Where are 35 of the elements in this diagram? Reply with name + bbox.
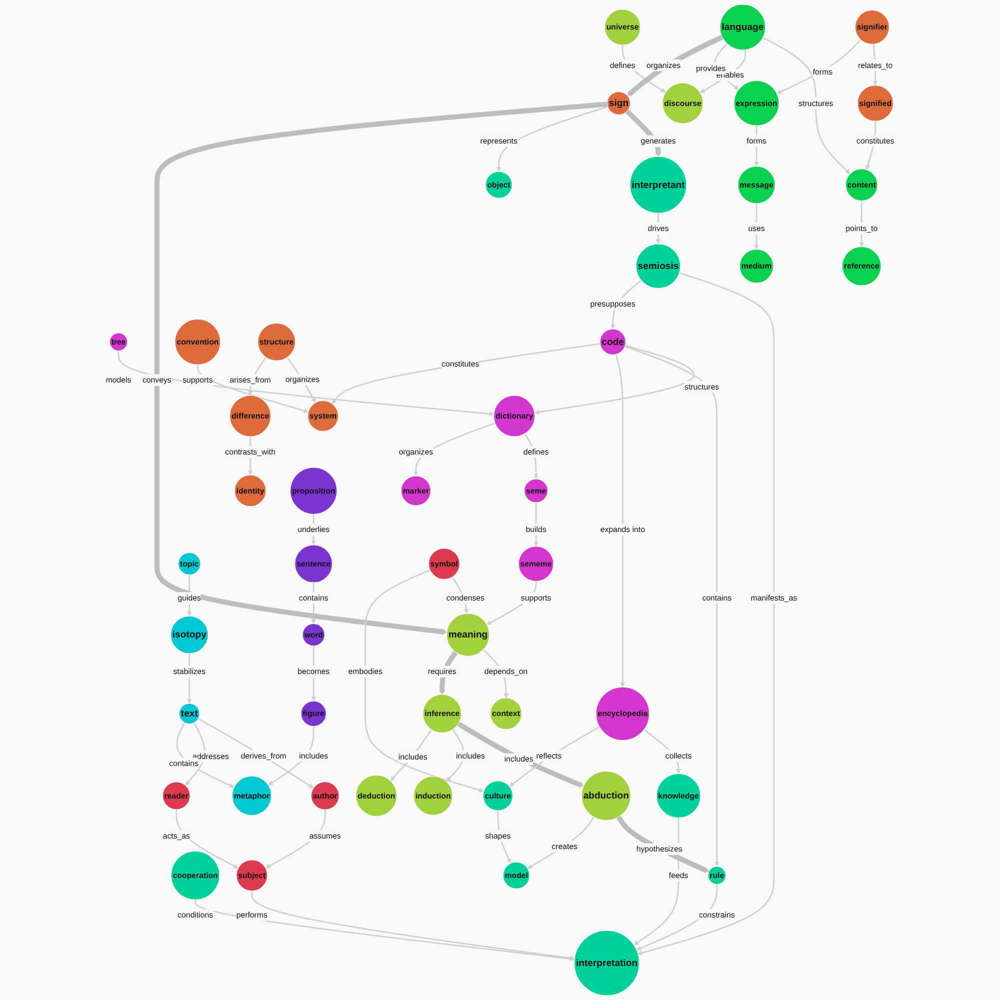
arrow bbox=[194, 900, 575, 962]
arrow bbox=[496, 106, 608, 172]
arrow bbox=[457, 722, 584, 788]
arrow bbox=[197, 364, 309, 413]
arrow bbox=[154, 102, 608, 635]
node-circle: sign bbox=[606, 91, 631, 116]
arrow bbox=[776, 39, 862, 94]
arrow bbox=[700, 50, 746, 94]
arrow bbox=[534, 502, 538, 547]
node-circle: isotopy bbox=[170, 616, 208, 654]
node-circle: interpretation bbox=[574, 930, 640, 996]
node-circle: meaning bbox=[446, 613, 490, 656]
arrow bbox=[509, 726, 600, 787]
arrow bbox=[754, 203, 759, 250]
arrow bbox=[251, 890, 575, 961]
arrow bbox=[528, 816, 594, 869]
node-circle: language bbox=[720, 4, 766, 50]
arrow bbox=[615, 354, 626, 688]
arrow bbox=[624, 346, 720, 867]
node-circle: text bbox=[178, 703, 200, 724]
arrow bbox=[118, 350, 494, 416]
arrow bbox=[656, 213, 661, 244]
node-circle: abduction bbox=[581, 770, 631, 821]
arrow bbox=[332, 343, 600, 404]
arrow bbox=[534, 344, 694, 415]
arrow bbox=[638, 272, 775, 956]
node-circle: semiosis bbox=[636, 244, 681, 289]
arrow bbox=[627, 34, 724, 96]
arrow bbox=[616, 816, 710, 874]
arrow bbox=[390, 729, 432, 781]
node-circle: code bbox=[600, 328, 626, 356]
node-circle: interpretant bbox=[630, 156, 687, 214]
arrow bbox=[440, 650, 458, 695]
arrow bbox=[364, 569, 484, 793]
arrow bbox=[762, 37, 850, 174]
